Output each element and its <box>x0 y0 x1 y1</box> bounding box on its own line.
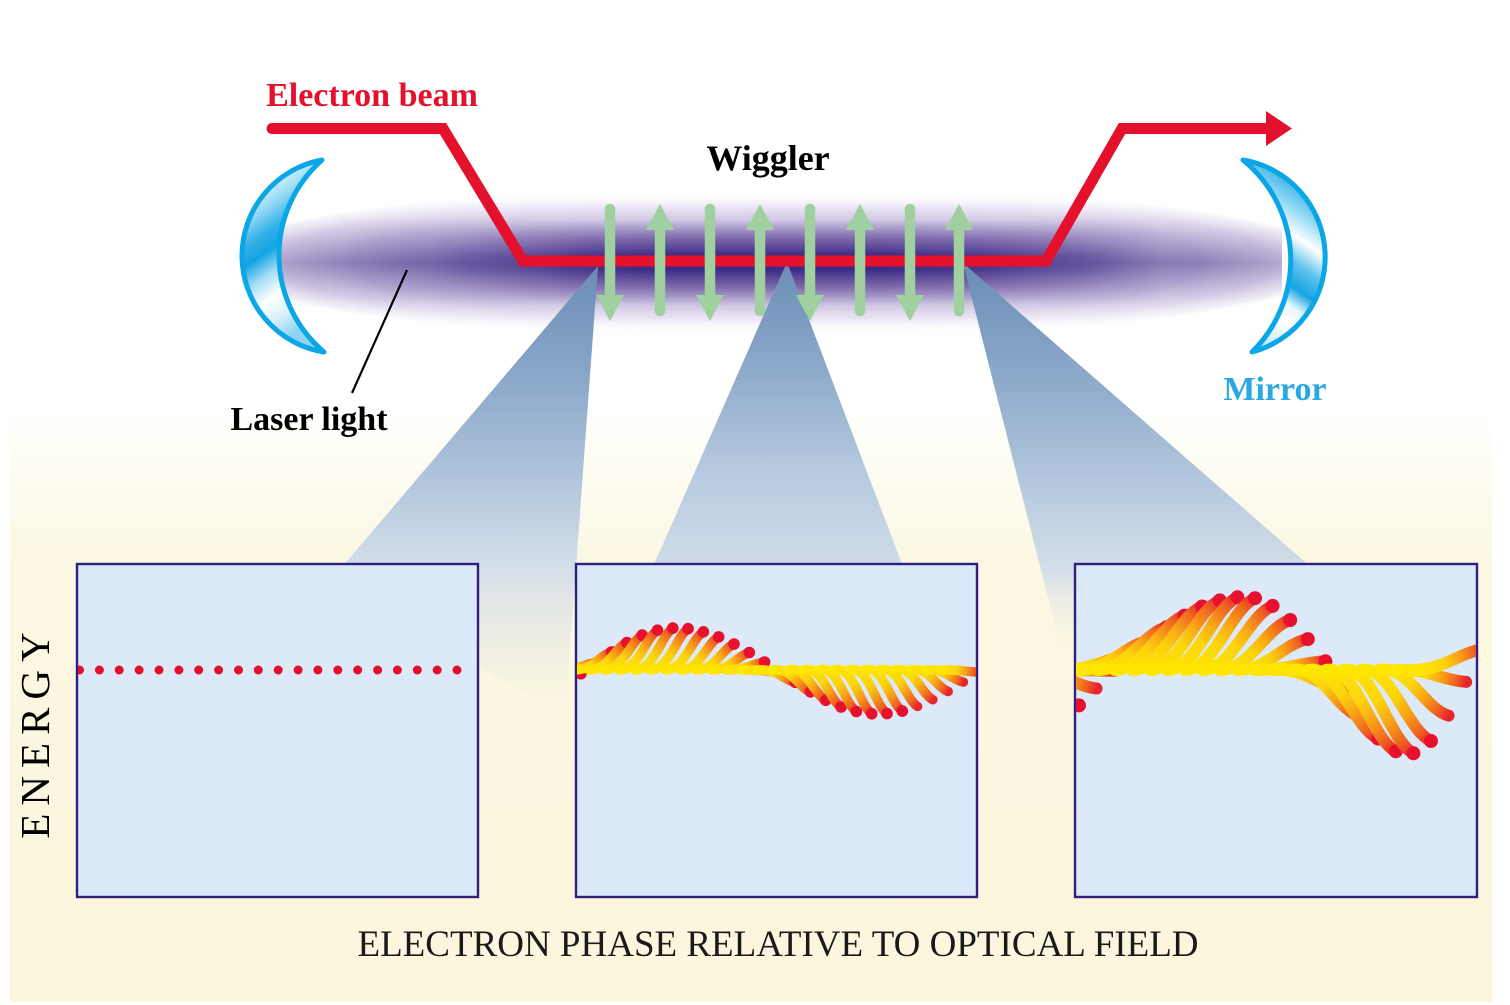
svg-text:ENERGY: ENERGY <box>12 624 58 838</box>
svg-text:Electron beam: Electron beam <box>266 77 478 114</box>
svg-text:Mirror: Mirror <box>1223 371 1326 408</box>
svg-text:Wiggler: Wiggler <box>706 138 829 178</box>
svg-text:ELECTRON PHASE RELATIVE TO OPT: ELECTRON PHASE RELATIVE TO OPTICAL FIELD <box>357 924 1198 965</box>
svg-text:Laser light: Laser light <box>230 401 388 438</box>
